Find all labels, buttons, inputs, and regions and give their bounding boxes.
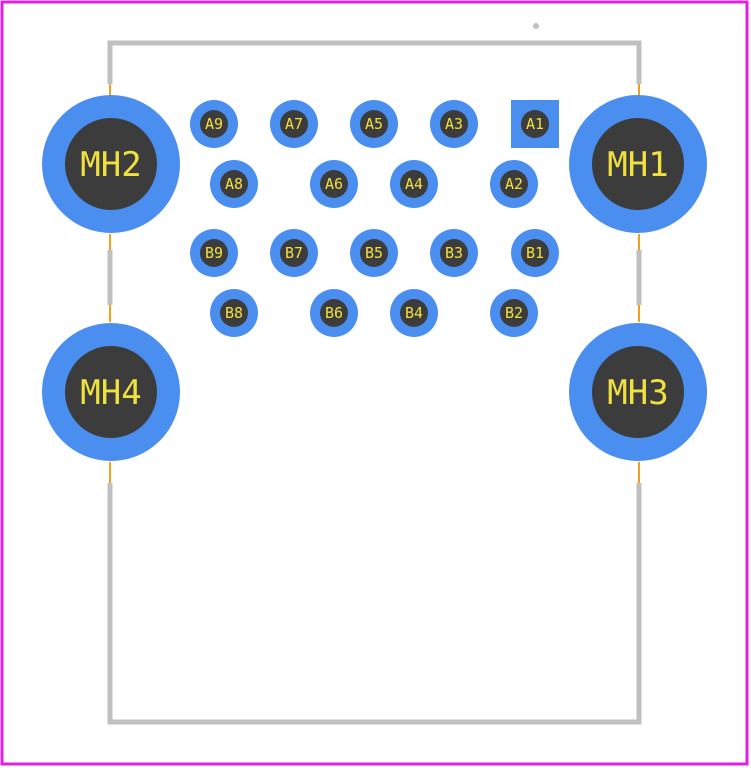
pin-a1: A1 [511,100,559,148]
silkscreen-outline [107,40,642,725]
pin-label: B2 [505,304,523,322]
pin-label: A7 [285,115,303,133]
pin-a7: A7 [270,100,318,148]
pin-drill [500,170,528,198]
pin-b6: B6 [310,289,358,337]
pin-drill [320,299,348,327]
pin-label: B7 [285,244,303,262]
pin-drill [440,239,468,267]
pin-drill [280,239,308,267]
pin-label: A9 [205,115,223,133]
mounting-hole-label: MH4 [80,373,141,413]
pin-label: A8 [225,175,243,193]
pin-drill [320,170,348,198]
mounting-hole-drill [65,118,157,210]
pin-label: B9 [205,244,223,262]
mounting-hole-mh1: MH1 [569,95,707,233]
pin-a2: A2 [490,160,538,208]
pin-a5: A5 [350,100,398,148]
mounting-hole-label: MH2 [80,145,141,185]
silkscreen-bottom-edge [107,483,642,725]
pin-label: A4 [405,175,423,193]
pin-label: A2 [505,175,523,193]
pin-a3: A3 [430,100,478,148]
pin-drill [440,110,468,138]
pin-drill [360,110,388,138]
pin-label: A6 [325,175,343,193]
pin1-marker-dot [533,23,539,29]
pin-b2: B2 [490,289,538,337]
pin-drill [220,299,248,327]
pin-label: A1 [526,115,544,133]
pin-label: B8 [225,304,243,322]
pin-drill [280,110,308,138]
pin-drill [200,239,228,267]
pin-b9: B9 [190,229,238,277]
pin-label: A3 [445,115,463,133]
pin-b3: B3 [430,229,478,277]
pin-label: B1 [526,244,544,262]
pin-label: B4 [405,304,423,322]
pin-drill [521,239,549,267]
pin-label: B5 [365,244,383,262]
pin-b5: B5 [350,229,398,277]
pin-drill [360,239,388,267]
pin-label: B6 [325,304,343,322]
courtyard-ticks [109,84,640,483]
mounting-hole-drill [592,118,684,210]
pin-label: B3 [445,244,463,262]
silkscreen-top-edge [107,40,642,84]
pin-a4: A4 [390,160,438,208]
pin-drill [400,170,428,198]
mounting-hole-label: MH3 [607,373,668,413]
pin-drill [200,110,228,138]
mounting-hole-drill [592,346,684,438]
mounting-hole-label: MH1 [607,145,668,185]
pin-a9: A9 [190,100,238,148]
pin-a8: A8 [210,160,258,208]
mounting-hole-mh2: MH2 [42,95,180,233]
pin-a6: A6 [310,160,358,208]
pin-b1: B1 [511,229,559,277]
pin-b4: B4 [390,289,438,337]
mounting-hole-drill [65,346,157,438]
pin-drill [521,110,549,138]
mounting-hole-mh4: MH4 [42,323,180,461]
pin-drill [220,170,248,198]
mounting-hole-mh3: MH3 [569,323,707,461]
pin-b7: B7 [270,229,318,277]
pin-label: A5 [365,115,383,133]
pin-drill [400,299,428,327]
pin-b8: B8 [210,289,258,337]
pin-drill [500,299,528,327]
